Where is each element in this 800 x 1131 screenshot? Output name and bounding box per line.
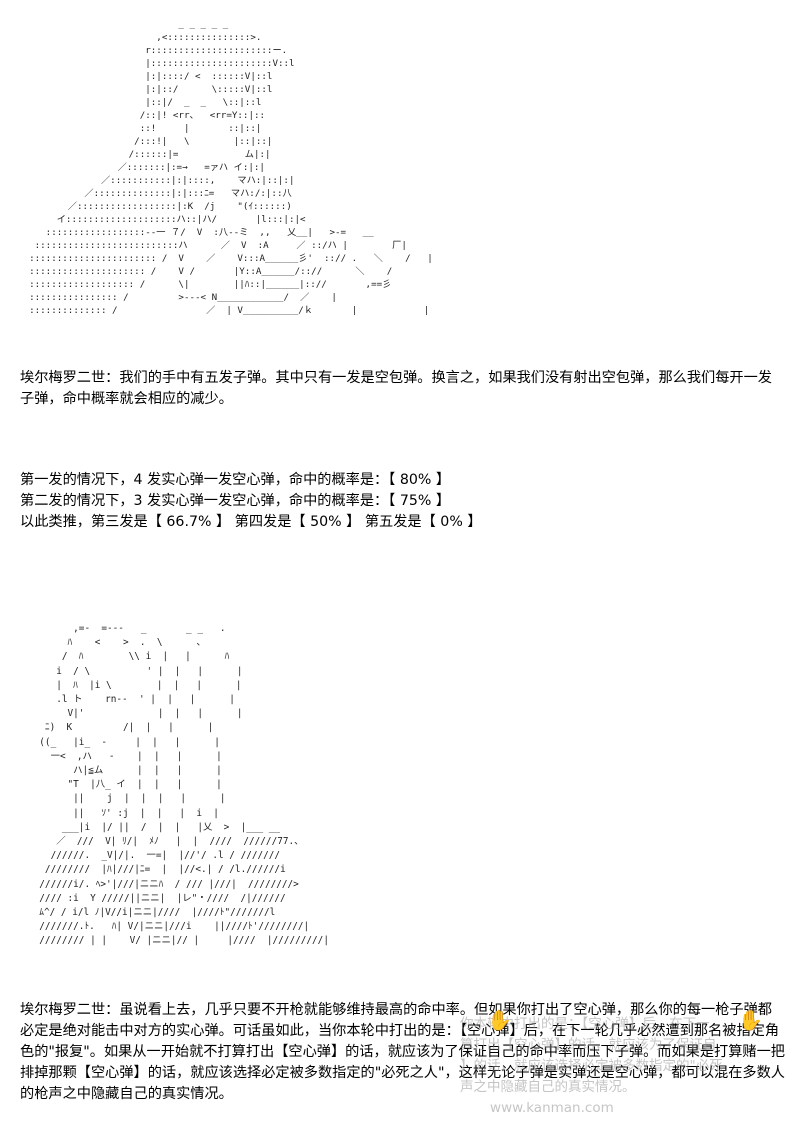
probability-line-1: 第一发的情况下，4 发实心弹一发空心弹，命中的概率是：【 80% 】 (20, 472, 451, 488)
ascii-art-character-bottom: ,=- =--- _ _ _ . ﾊ < > . \ 、 / ﾊ \\ i | … (39, 623, 329, 947)
dialog-text-top: 埃尔梅罗二世：我们的手中有五发子弹。其中只有一发是空包弹。换言之，如果我们没有射… (20, 368, 785, 410)
ascii-art-character-top: _ _ _ _ _ ,<:::::::::::::::>. r:::::::::… (29, 19, 433, 316)
probability-list: 第一发的情况下，4 发实心弹一发空心弹，命中的概率是：【 80% 】 第二发的情… (20, 470, 785, 533)
hand-logo-icon: ✋ (738, 1008, 763, 1032)
dialog-paragraph: 埃尔梅罗二世：我们的手中有五发子弹。其中只有一发是空包弹。换言之，如果我们没有射… (20, 370, 772, 407)
probability-line-2: 第二发的情况下，3 发实心弹一发空心弹，命中的概率是：【 75% 】 (20, 493, 451, 509)
dialog-text-bottom: 埃尔梅罗二世：虽说看上去，几乎只要不开枪就能够维持最高的命中率。但如果你打出了空… (20, 1000, 785, 1105)
probability-line-3: 以此类推，第三发是【 66.7% 】 第四发是【 50% 】 第五发是【 0% … (20, 514, 482, 530)
dialog-paragraph: 埃尔梅罗二世：虽说看上去，几乎只要不开枪就能够维持最高的命中率。但如果你打出了空… (20, 1002, 785, 1102)
hand-logo-icon: ✋ (487, 1008, 512, 1032)
